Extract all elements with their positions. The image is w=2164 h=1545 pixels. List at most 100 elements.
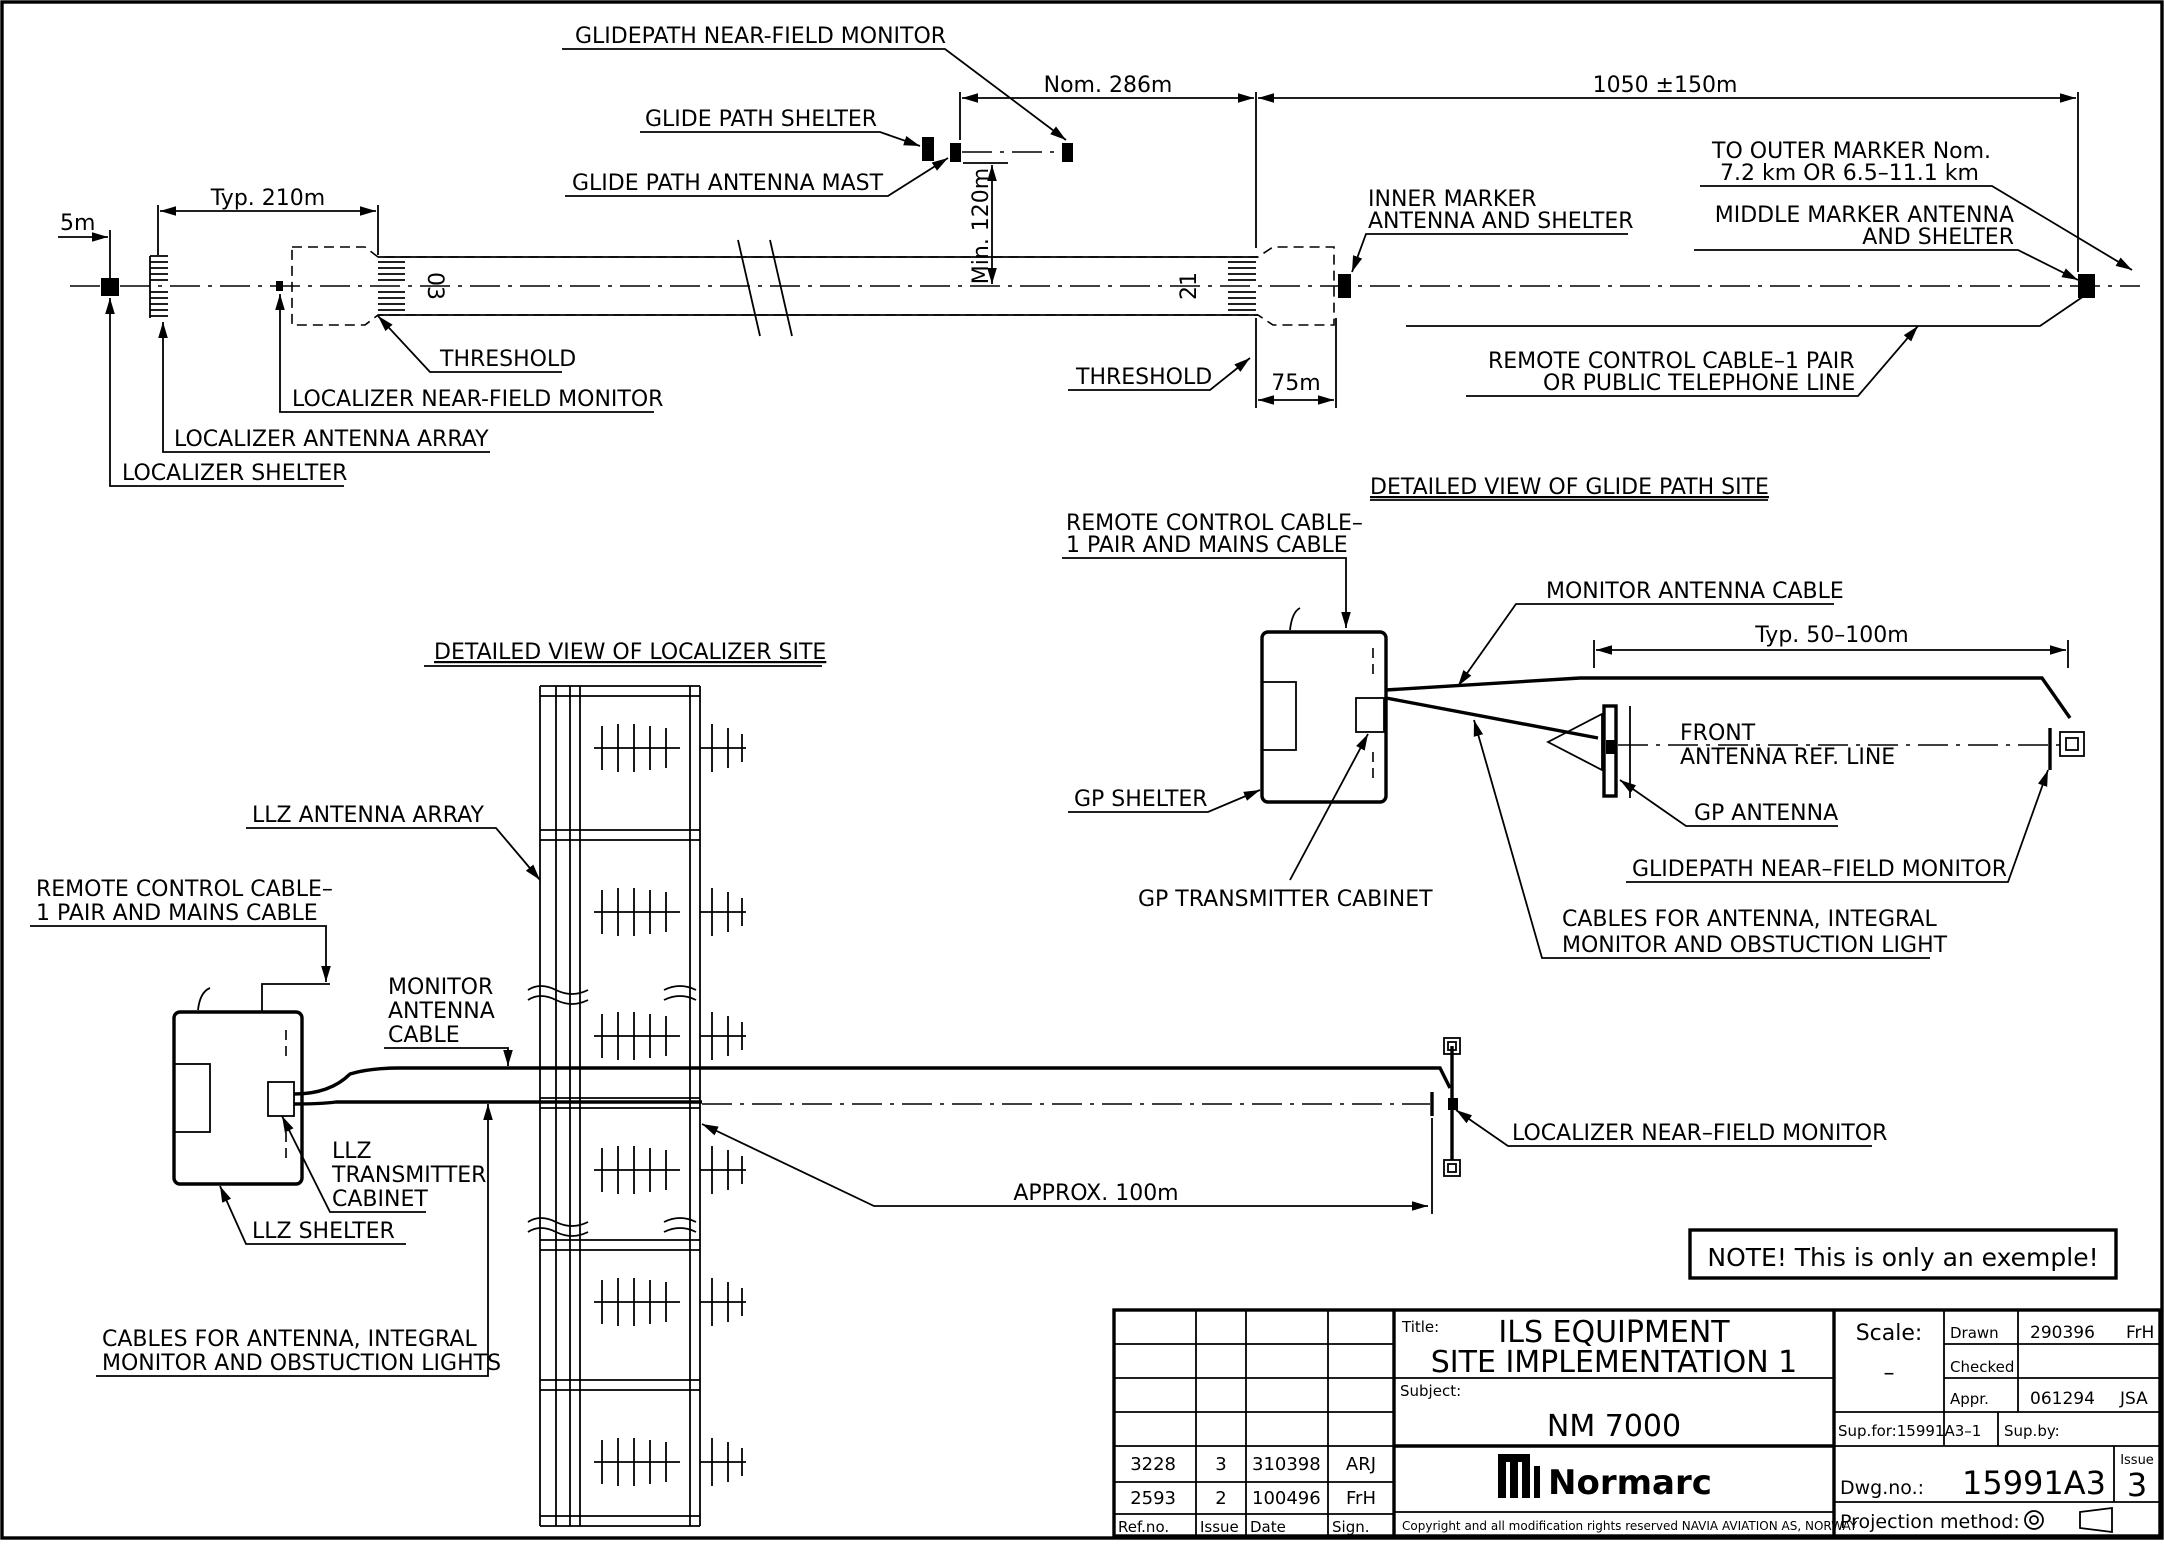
gp-cables-label-2: MONITOR AND OBSTUCTION LIGHT xyxy=(1562,933,1948,958)
gp-remote-cable-2: 1 PAIR AND MAINS CABLE xyxy=(1066,533,1348,558)
rev-header-date: Date xyxy=(1250,1518,1286,1536)
llz-shelter-label: LLZ SHELTER xyxy=(252,1219,395,1244)
llz-tx-label-1: LLZ xyxy=(332,1139,372,1164)
dim-210-label: Typ. 210m xyxy=(210,186,325,211)
company-name: Normarc xyxy=(1548,1463,1712,1503)
gp-nf-monitor-label: GLIDEPATH NEAR–FIELD MONITOR xyxy=(1632,857,2007,882)
rev-0-issue: 3 xyxy=(1215,1454,1226,1475)
gp-remote-cable-1: REMOTE CONTROL CABLE– xyxy=(1066,511,1363,536)
dimension-210: Typ. 210m xyxy=(157,186,379,255)
label-outer-marker-2: 7.2 km OR 6.5–11.1 km xyxy=(1720,161,1979,186)
label-loc-shelter: LOCALIZER SHELTER xyxy=(122,461,347,486)
dim-1050-label: 1050 ±150m xyxy=(1593,73,1738,98)
issue-value: 3 xyxy=(2127,1466,2147,1504)
llz-array-label: LLZ ANTENNA ARRAY xyxy=(252,803,484,828)
label-inner-marker-1: INNER MARKER xyxy=(1368,187,1537,212)
llz-tx-label-3: CABINET xyxy=(332,1187,428,1212)
rev-1-sign: FrH xyxy=(1346,1488,1376,1509)
dimension-5: 5m xyxy=(58,211,111,278)
rev-0-sign: ARJ xyxy=(1346,1454,1376,1475)
gp-site-heading: DETAILED VIEW OF GLIDE PATH SITE xyxy=(1370,475,1769,500)
appr-sign: JSA xyxy=(2119,1389,2148,1409)
copyright-text: Copyright and all modification rights re… xyxy=(1402,1519,1858,1533)
sup-by: Sup.by: xyxy=(2004,1422,2060,1440)
localizer-shelter-symbol xyxy=(101,278,119,296)
llz-monitor-cable-3: CABLE xyxy=(388,1023,460,1048)
llz-remote-cable-2: 1 PAIR AND MAINS CABLE xyxy=(36,901,318,926)
gp-antenna-label: GP ANTENNA xyxy=(1694,801,1838,826)
threshold-bars-03 xyxy=(378,261,405,311)
label-gp-nf-monitor: GLIDEPATH NEAR-FIELD MONITOR xyxy=(575,24,946,49)
llz-monitor-cable-2: ANTENNA xyxy=(388,999,495,1024)
gp-tx-cabinet-box xyxy=(1355,697,1385,733)
localizer-array-symbol xyxy=(149,255,168,318)
dimension-1050: 1050 ±150m xyxy=(1258,73,2079,272)
label-outer-marker-1: TO OUTER MARKER Nom. xyxy=(1711,139,1991,164)
gp-shelter-label: GP SHELTER xyxy=(1074,787,1208,812)
dim-286-label: Nom. 286m xyxy=(1044,73,1173,98)
subject-label: Subject: xyxy=(1400,1382,1461,1400)
title-label: Title: xyxy=(1401,1318,1439,1336)
dimension-286: Nom. 286m xyxy=(959,73,1257,248)
gp-mast-symbol xyxy=(950,143,961,162)
rev-header-ref: Ref.no. xyxy=(1118,1518,1169,1536)
llz-antenna-array-frame xyxy=(527,685,701,1527)
gp-shelter-symbol xyxy=(922,137,934,161)
gp-cables-label-1: CABLES FOR ANTENNA, INTEGRAL xyxy=(1562,907,1937,932)
label-threshold-left: THRESHOLD xyxy=(439,347,576,372)
rev-header-sign: Sign. xyxy=(1332,1518,1370,1536)
rev-1-ref: 2593 xyxy=(1130,1488,1176,1509)
dim-75-label: 75m xyxy=(1271,371,1320,396)
label-inner-marker-2: ANTENNA AND SHELTER xyxy=(1368,209,1634,234)
projection-label: Projection method: xyxy=(1840,1511,2020,1533)
middle-marker-symbol xyxy=(2078,274,2095,298)
front-label-2: ANTENNA REF. LINE xyxy=(1680,745,1895,770)
runway-number-21: 21 xyxy=(1177,272,1202,300)
inner-marker-symbol xyxy=(1338,274,1351,298)
gp-nf-monitor-box xyxy=(2059,731,2085,757)
gp-dim-typ: Typ. 50–100m xyxy=(1754,623,1908,648)
scale-value: – xyxy=(1884,1361,1895,1386)
llz-remote-cable-1: REMOTE CONTROL CABLE– xyxy=(36,877,333,902)
llz-cables-label-2: MONITOR AND OBSTUCTION LIGHTS xyxy=(102,1351,501,1376)
appr-date: 061294 xyxy=(2030,1389,2095,1409)
llz-site-detail: DETAILED VIEW OF LOCALIZER SITE xyxy=(30,640,1887,1527)
rev-1-issue: 2 xyxy=(1215,1488,1226,1509)
llz-approx-label: APPROX. 100m xyxy=(1013,1181,1178,1206)
appr-label: Appr. xyxy=(1950,1390,1989,1408)
title-line-1: ILS EQUIPMENT xyxy=(1498,1315,1730,1350)
gp-nf-monitor-symbol xyxy=(1062,143,1073,162)
gp-tx-cabinet-label: GP TRANSMITTER CABINET xyxy=(1138,887,1433,912)
llz-cables-label-1: CABLES FOR ANTENNA, INTEGRAL xyxy=(102,1327,477,1352)
llz-monitor-cable xyxy=(293,1066,1452,1096)
rev-0-ref: 3228 xyxy=(1130,1454,1176,1475)
llz-nf-monitor-label: LOCALIZER NEAR–FIELD MONITOR xyxy=(1512,1121,1887,1146)
note-box xyxy=(1688,1228,2118,1280)
label-gp-mast: GLIDE PATH ANTENNA MAST xyxy=(572,171,884,196)
gp-site-detail: DETAILED VIEW OF GLIDE PATH SITE REMOTE … xyxy=(1062,475,2085,959)
llz-shelter-box xyxy=(172,1010,304,1186)
dim-120-label: Min. 120m xyxy=(969,168,994,284)
drawn-label: Drawn xyxy=(1950,1324,1999,1342)
issue-label: Issue xyxy=(2120,1453,2154,1468)
runway-overview: 03 21 Nom. 286m 10 xyxy=(58,24,2140,487)
llz-nf-monitor-symbol xyxy=(1430,1037,1461,1177)
label-loc-array: LOCALIZER ANTENNA ARRAY xyxy=(174,427,489,452)
label-middle-marker-2: AND SHELTER xyxy=(1862,225,2014,250)
gp-shelter-box xyxy=(1260,630,1388,804)
dimension-120: Min. 120m xyxy=(963,162,1008,284)
label-middle-marker-1: MIDDLE MARKER ANTENNA xyxy=(1715,203,2014,228)
label-threshold-right: THRESHOLD xyxy=(1075,365,1212,390)
projection-symbol-cone xyxy=(2079,1506,2113,1534)
rev-header-issue: Issue xyxy=(1200,1518,1239,1536)
llz-site-heading: DETAILED VIEW OF LOCALIZER SITE xyxy=(434,640,826,665)
dwg-number: 15991A3 xyxy=(1962,1464,2106,1502)
label-remote-cable-1: REMOTE CONTROL CABLE–1 PAIR xyxy=(1488,349,1855,374)
normarc-logo xyxy=(1498,1454,1540,1498)
llz-tx-cabinet-box xyxy=(267,1081,295,1117)
title-block: 3228 3 310398 ARJ 2593 2 100496 FrH Ref.… xyxy=(1112,1308,2162,1538)
subject-value: NM 7000 xyxy=(1547,1409,1681,1444)
llz-monitor-cable-1: MONITOR xyxy=(388,975,493,1000)
